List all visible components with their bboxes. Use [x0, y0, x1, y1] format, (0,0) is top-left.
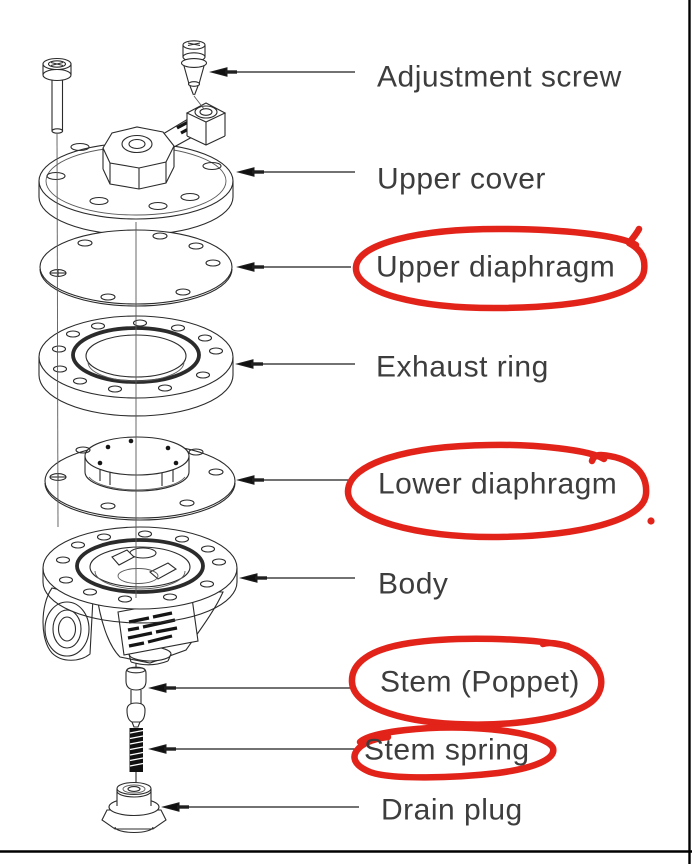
leader-arrow-icon: [239, 573, 258, 583]
label-stem-spring: Stem spring: [364, 733, 530, 767]
leader-arrow-icon: [148, 683, 167, 693]
leader-arrows: [148, 67, 359, 812]
leader-adjustment-screw: [209, 67, 355, 77]
label-exhaust-ring: Exhaust ring: [376, 350, 549, 384]
leader-arrow-icon: [235, 359, 254, 369]
stem-spring-part: [129, 728, 144, 786]
leader-upper-cover: [236, 167, 355, 177]
red-circle-stem-spring: [351, 724, 557, 781]
cover-screw-part: [42, 57, 72, 134]
leader-arrow-icon: [209, 67, 228, 77]
label-drain-plug: Drain plug: [381, 793, 523, 827]
drain-plug-part: [101, 781, 167, 834]
upper-cover-part: [38, 102, 234, 236]
leader-exhaust-ring: [235, 359, 355, 369]
stem-poppet-part: [125, 663, 147, 728]
label-body: Body: [378, 567, 449, 601]
leader-stem-poppet: [148, 683, 356, 693]
leader-drain-plug: [161, 802, 359, 812]
body-part: [42, 526, 238, 666]
label-adjustment-screw: Adjustment screw: [377, 60, 622, 94]
label-stem-poppet: Stem (Poppet): [380, 665, 580, 699]
label-upper-cover: Upper cover: [377, 162, 546, 196]
leader-arrow-icon: [161, 802, 180, 812]
centerlines: [56, 95, 205, 598]
leader-arrow-icon: [236, 262, 255, 272]
leader-lower-diaphragm: [236, 475, 349, 485]
lower-diaphragm-part: [44, 436, 236, 521]
leader-body: [239, 573, 355, 583]
leader-upper-diaphragm: [236, 262, 351, 272]
label-upper-diaphragm: Upper diaphragm: [376, 250, 616, 284]
label-lower-diaphragm: Lower diaphragm: [378, 467, 618, 501]
red-circle-lower-diaphragm: [344, 441, 650, 541]
red-circle-stem-poppet: [348, 635, 605, 728]
red-circle-upper-diaphragm: [352, 225, 648, 312]
leader-arrow-icon: [236, 167, 255, 177]
leader-arrow-icon: [236, 475, 255, 485]
red-annotations: [344, 225, 655, 781]
leader-stem-spring: [148, 744, 356, 754]
red-dot: [647, 517, 655, 525]
adjustment-screw-part: [180, 40, 208, 96]
leader-arrow-icon: [148, 744, 167, 754]
